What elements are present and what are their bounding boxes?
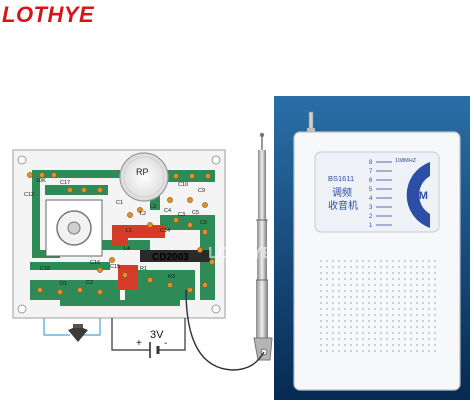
watermark-text: LOTHYE	[208, 245, 273, 262]
svg-text:R3: R3	[168, 274, 175, 280]
pcb-board: CD2003 10K C12 C17 C10 C9 C4 C3 C5 C6	[12, 149, 226, 319]
svg-text:7: 7	[369, 169, 373, 175]
svg-text:4: 4	[369, 196, 373, 202]
svg-text:6: 6	[369, 178, 373, 184]
svg-text:1: 1	[369, 223, 373, 229]
ic-chip: CD2003	[140, 250, 210, 263]
svg-text:C15: C15	[110, 264, 120, 270]
svg-text:D1: D1	[60, 281, 67, 287]
svg-text:L1: L1	[126, 228, 132, 234]
freq-top-label: 108MHZ	[395, 158, 417, 164]
svg-text:C14: C14	[160, 228, 170, 234]
svg-text:C6: C6	[200, 220, 207, 226]
dial-scale: 8 7 6 5 4 3 2 1	[369, 160, 392, 229]
antenna-wire	[185, 289, 265, 371]
svg-text:C1: C1	[116, 200, 123, 206]
battery-plus-label: +	[136, 338, 142, 349]
svg-text:3: 3	[369, 205, 373, 211]
svg-text:R1: R1	[140, 266, 147, 272]
band-label: FM	[412, 190, 428, 202]
svg-text:C3: C3	[178, 212, 185, 218]
potentiometer-knob: RP	[119, 152, 169, 202]
antenna	[253, 132, 273, 361]
battery-voltage-label: 3V	[150, 329, 164, 341]
svg-text:10K: 10K	[36, 178, 46, 184]
svg-text:C10: C10	[178, 182, 188, 188]
svg-text:C9: C9	[198, 188, 205, 194]
svg-text:C12: C12	[24, 192, 34, 198]
svg-text:2: 2	[369, 214, 373, 220]
svg-text:L2: L2	[140, 211, 146, 217]
radio-name-line2: 收音机	[328, 199, 358, 212]
speaker-icon	[68, 324, 88, 342]
red-traces	[112, 225, 165, 290]
copper-traces	[24, 170, 215, 306]
battery-symbol: 3V + -	[111, 318, 186, 358]
dial-window	[314, 151, 440, 233]
svg-text:L3: L3	[150, 204, 156, 210]
brand-logo: LOTHYE	[2, 2, 95, 27]
tuning-dial-wheel	[406, 162, 430, 228]
speaker-wires	[43, 318, 101, 336]
battery-minus-label: -	[164, 338, 167, 349]
svg-text:C18: C18	[40, 266, 50, 272]
svg-text:C2: C2	[86, 280, 93, 286]
radio-model: BS1611	[328, 174, 354, 183]
svg-text:8: 8	[369, 160, 373, 166]
speaker-grill	[320, 260, 436, 356]
solder-pads	[27, 172, 215, 295]
svg-text:C17: C17	[60, 180, 70, 186]
svg-text:L4: L4	[124, 246, 130, 252]
radio-name-line1: 调频	[332, 186, 352, 199]
svg-text:5: 5	[369, 187, 373, 193]
radio-product-photo: BS1611 调频 收音机 108MHZ 8 7 6 5 4 3 2 1	[274, 96, 470, 400]
svg-text:C4: C4	[164, 208, 171, 214]
potentiometer-label: RP	[136, 167, 149, 177]
component-labels: 10K C12 C17 C10 C9 C4 C3 C5 C6 C14 C1 C1…	[24, 178, 207, 287]
ic-label: CD2003	[152, 252, 189, 263]
svg-text:C16: C16	[90, 260, 100, 266]
svg-text:C5: C5	[192, 210, 199, 216]
